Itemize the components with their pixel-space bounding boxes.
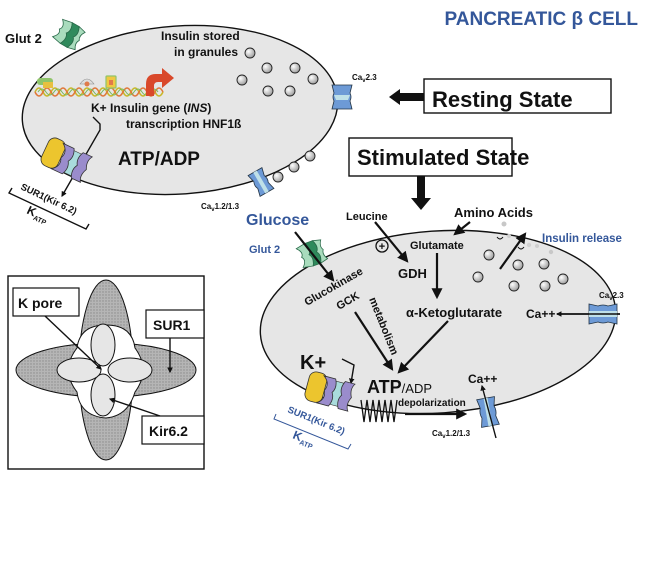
- resting-cav12-channel-icon: [247, 167, 275, 197]
- glucose-uptake-arrow: [294, 231, 335, 282]
- resting-state-arrow-icon: [389, 89, 424, 105]
- exocytosis-pits: [496, 236, 525, 250]
- kir62-box: [141, 415, 205, 445]
- glutamate-label: Glutamate: [410, 240, 464, 252]
- resting-state-label: Resting State: [432, 87, 573, 112]
- aketoglutarate-label: α-Ketoglutarate: [406, 305, 502, 320]
- membrane-depolarization-icon: [360, 399, 398, 423]
- resting-atp-adp-label: ATP/ADP: [118, 149, 200, 170]
- resting-cav12-label: Cav1.2/1.3: [201, 202, 240, 213]
- stimulated-ca-in-label: Ca++: [526, 307, 555, 321]
- metabolism-to-atp-arrow: [354, 311, 394, 371]
- k-pore-label: K pore: [18, 295, 63, 311]
- glut2-transporter-icon: [51, 18, 86, 51]
- insulin-granules-resting-cluster: [236, 62, 319, 183]
- stimulated-glut2-label: Glut 2: [249, 244, 280, 256]
- insulin-gene-label: Insulin gene (INS): [110, 101, 211, 115]
- insulin-stored-label-2: in granules: [174, 45, 238, 59]
- insulin-granules-resting: [244, 47, 256, 59]
- stimulated-ca-bottom-label: Ca++: [468, 372, 497, 386]
- resting-cav23-channel-icon: [331, 84, 353, 110]
- stimulated-kplus-label: K+: [300, 352, 326, 374]
- resting-katp-channel-icon: [40, 137, 94, 183]
- insulin-stored-label-1: Insulin stored: [161, 29, 240, 43]
- inset-sur1-label: SUR1: [153, 317, 191, 333]
- resting-kplus-label: K+: [91, 101, 107, 115]
- stimulated-atp-label: ATP/ADP: [367, 377, 432, 397]
- kir62-pointer: [108, 397, 161, 417]
- resting-katp-label: KATP: [24, 203, 51, 227]
- kir62-subunit: [90, 323, 116, 367]
- depolarization-label: depolarization: [398, 398, 466, 409]
- resting-cav23-label: Cav2.3: [352, 73, 377, 84]
- sur1-box: [145, 309, 205, 339]
- gdh-label: GDH: [398, 266, 427, 281]
- ca-influx-arrow-cav12: [480, 384, 497, 439]
- transcription-factor-icons: [37, 75, 117, 89]
- amino-acids-to-glutamate-arrow: [453, 221, 471, 236]
- stimulated-state-label: Stimulated State: [357, 145, 529, 170]
- stimulated-katp-bracket: [273, 413, 352, 450]
- plus-label: +: [379, 241, 385, 253]
- stimulated-state-box: [348, 137, 513, 177]
- leucine-to-gdh-arrow: [374, 221, 409, 263]
- insulin-release-arrow: [499, 232, 527, 270]
- glucose-label: Glucose: [246, 212, 309, 229]
- insulin-release-label: Insulin release: [542, 233, 622, 245]
- aketoglutarate-to-atp-arrow: [397, 320, 449, 374]
- amino-acids-label: Amino Acids: [454, 205, 533, 220]
- kir62-subunit: [90, 373, 116, 417]
- released-insulin-granules: [501, 221, 554, 255]
- resting-state-box: [423, 78, 612, 114]
- kir62-subunit: [56, 357, 102, 383]
- figure-title: PANCREATIC β CELL: [445, 9, 639, 30]
- leucine-label: Leucine: [346, 211, 388, 223]
- stimulated-katp-label: KATP: [290, 428, 317, 451]
- kir62-subunit: [107, 357, 153, 383]
- resting-katp-bracket: [8, 187, 90, 230]
- kplus-inward-arrow: [341, 358, 355, 385]
- dna-helix-icon: [34, 87, 164, 97]
- stimulated-state-arrow-icon: [411, 176, 431, 210]
- k-pore-box: [12, 287, 80, 317]
- resting-cell: Glut 2 Insulin stored in granules: [5, 18, 377, 230]
- inset-kir62-label: Kir6.2: [149, 423, 188, 439]
- katp-structure-inset: K pore SUR1 Kir6.2: [7, 275, 205, 470]
- granule: [244, 47, 256, 59]
- stimulated-katp-channel-icon: [304, 371, 356, 412]
- transcription-hnf1b-label: transcription HNF1ß: [126, 117, 241, 131]
- transcription-start-arrow-icon: [146, 68, 174, 96]
- pore-boundary: [68, 324, 144, 419]
- stimulated-cav23-label: Cav2.3: [599, 291, 624, 302]
- plus-circle-icon: [375, 239, 389, 253]
- stimulated-cav12-label: Cav1.2/1.3: [432, 429, 471, 440]
- stimulated-cell: Glucose Glut 2 Leucine + Amino Acids Glu…: [246, 205, 624, 451]
- resting-glut2-label: Glut 2: [5, 31, 42, 46]
- k-pore-pointer: [44, 315, 102, 370]
- insulin-granules-stimulated: [472, 249, 569, 292]
